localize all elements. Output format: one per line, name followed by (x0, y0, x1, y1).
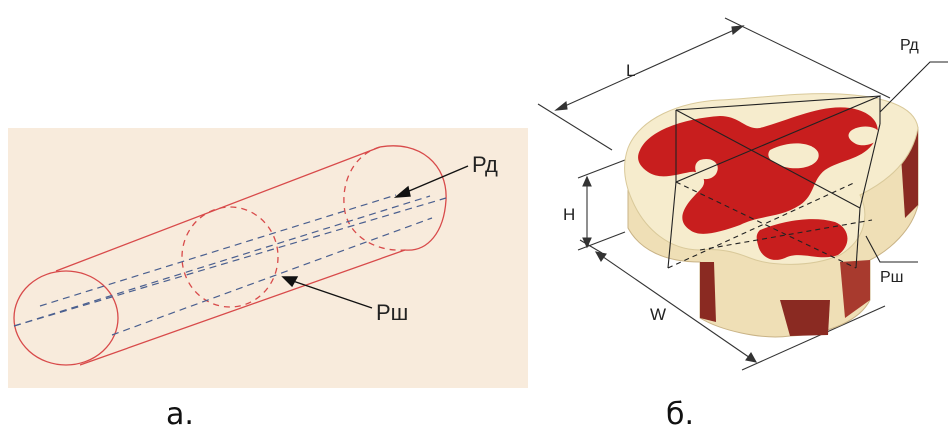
dimension-W (579, 239, 886, 371)
panel-a-background (8, 128, 528, 388)
axis-line-3 (111, 217, 433, 336)
label-W: W (650, 305, 666, 324)
panel-a: Рд Рш (8, 128, 528, 388)
dimension-L (537, 17, 891, 151)
axis-line-1 (13, 197, 447, 327)
cylinder-bottom-edge (79, 249, 406, 366)
meat-slab (624, 93, 919, 338)
cylinder-dashed-lines (13, 194, 447, 336)
measurement-box (667, 95, 881, 269)
leaders-b (865, 61, 948, 263)
cylinder-middle-section (181, 206, 279, 308)
cylinder-right-end-front (379, 145, 447, 251)
label-rd-a: Рд (472, 152, 498, 177)
axis-line-4 (39, 194, 397, 307)
panel-b: L H W (537, 17, 948, 371)
cylinder-left-end (13, 270, 119, 366)
cylinder (13, 145, 447, 366)
label-H: H (563, 205, 575, 224)
label-rsh-b: Рш (880, 269, 904, 286)
label-L: L (626, 61, 635, 80)
cylinder-top-edge (55, 146, 381, 272)
arrow-rsh-a (289, 279, 373, 309)
cylinder-right-end-back (343, 146, 406, 251)
label-rsh-a: Рш (376, 300, 408, 325)
meat-red-main (638, 107, 878, 234)
arrow-rd-a (401, 165, 469, 195)
caption-b: б. (666, 397, 694, 432)
axis-line-2 (13, 195, 431, 327)
arrows-a (281, 165, 469, 309)
label-rd-b: Рд (900, 37, 919, 54)
dimension-H (577, 159, 626, 251)
caption-a: а. (166, 397, 194, 432)
meat-red-lower (756, 219, 848, 260)
